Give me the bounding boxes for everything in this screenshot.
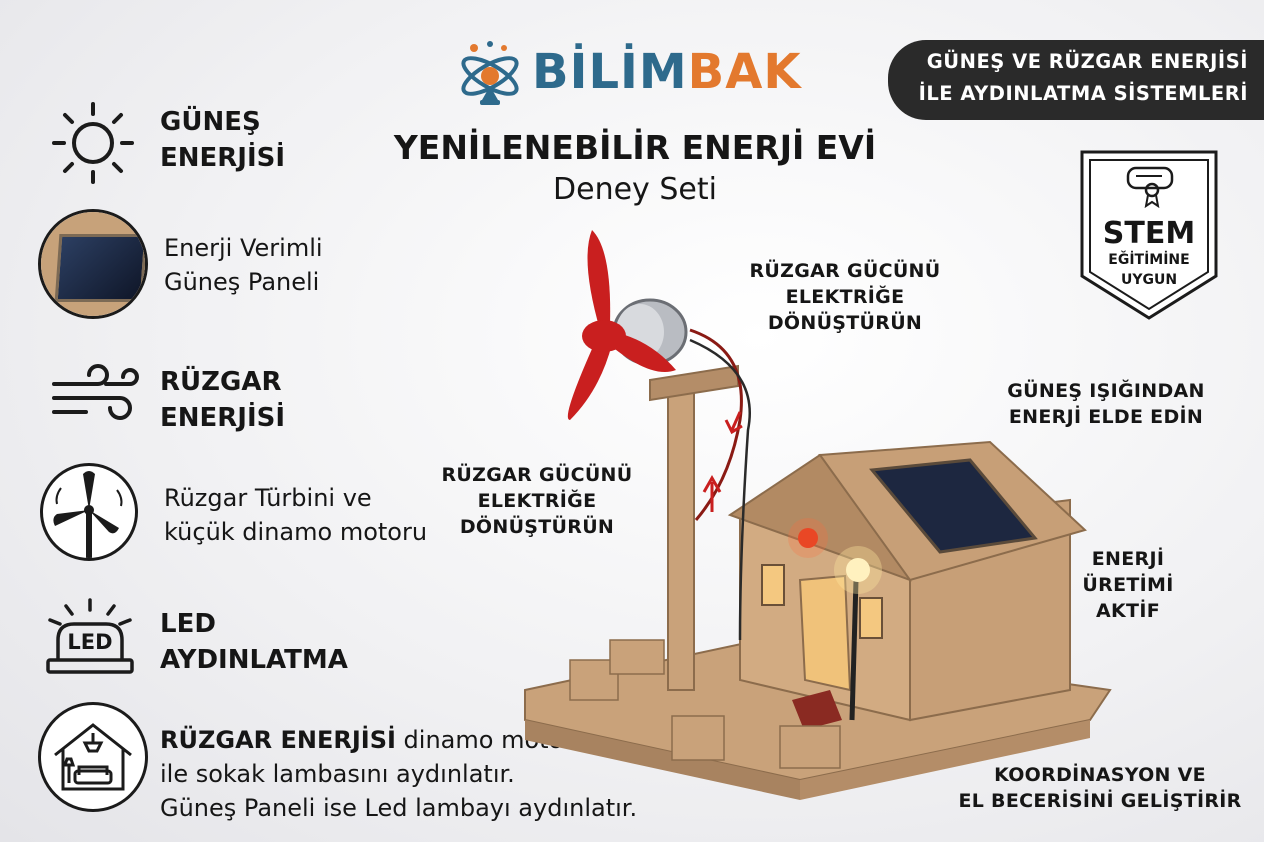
turbine-line-2: küçük dinamo motoru [164,518,428,546]
house-door [798,574,852,692]
callout-energy-line-2: ÜRETİMİ [1082,574,1174,596]
propeller [567,230,676,420]
solar-panel-icon [38,209,148,319]
callout-sun: GÜNEŞ IŞIĞINDAN ENERJİ ELDE EDİN [996,378,1216,430]
callout-wind-top-line-3: DÖNÜŞTÜRÜN [767,312,923,334]
turbine-icon [40,463,138,561]
wind-title-2: ENERJİSİ [160,403,286,433]
brand-part2: BAK [687,44,802,100]
roof-solar-panel [869,458,1038,554]
shield-icon [1080,150,1218,320]
panel-line-2: Güneş Paneli [164,268,320,296]
page-title: YENİLENEBİLİR ENERJİ EVİ [393,128,877,167]
callout-wind-top-line-1: RÜZGAR GÜCÜNÜ [749,260,941,282]
house-lamp-icon [38,702,148,812]
brand-name: BİLİMBAK [532,44,802,100]
brand-part1: BİLİM [532,44,688,100]
callout-wind-mid-line-3: DÖNÜŞTÜRÜN [459,516,615,538]
sun-icon [52,102,134,184]
summary-line-1-bold: RÜZGAR ENERJİSİ [160,726,396,754]
callout-energy: ENERJİ ÜRETİMİ AKTİF [1080,546,1176,624]
led-title-1: LED [160,609,216,639]
summary-line-3: Güneş Paneli ise Led lambayı aydınlatır. [160,794,638,822]
banner-line-2: İLE AYDINLATMA SİSTEMLERİ [918,82,1248,105]
solar-title-2: ENERJİSİ [160,143,286,173]
diploma-icon [1126,166,1174,208]
page-subtitle: Deney Seti [553,172,717,207]
led-icon: LED [44,598,136,678]
callout-wind-mid: RÜZGAR GÜCÜNÜ ELEKTRİĞE DÖNÜŞTÜRÜN [432,462,642,540]
panel-line-1: Enerji Verimli [164,234,323,262]
callout-wind-top: RÜZGAR GÜCÜNÜ ELEKTRİĞE DÖNÜŞTÜRÜN [740,258,950,336]
callout-energy-line-3: AKTİF [1096,600,1160,622]
top-banner: GÜNEŞ VE RÜZGAR ENERJİSİ İLE AYDINLATMA … [888,40,1264,120]
callout-wind-mid-line-2: ELEKTRİĞE [477,490,597,512]
street-lamp [849,579,859,721]
callout-energy-line-1: ENERJİ [1091,548,1165,570]
banner-line-1: GÜNEŞ VE RÜZGAR ENERJİSİ [926,50,1248,73]
summary-line-1: RÜZGAR ENERJİSİ dinamo motoru [160,724,588,757]
callout-sun-line-2: ENERJİ ELDE EDİN [1008,406,1204,428]
brand-logo: BİLİMBAK [452,38,822,118]
callout-skill: KOORDİNASYON VE EL BECERİSİNİ GELİŞTİRİR [950,762,1250,814]
red-led [798,528,818,548]
callout-wind-mid-line-1: RÜZGAR GÜCÜNÜ [441,464,633,486]
wind-title-1: RÜZGAR [160,367,282,397]
stem-line-2: EĞİTİMİNE [1108,252,1190,268]
callout-skill-line-1: KOORDİNASYON VE [994,764,1206,786]
stem-title: STEM [1102,216,1196,251]
solar-title-1: GÜNEŞ [160,107,261,137]
wind-icon [52,364,139,420]
atom-logo-icon [461,41,519,105]
led-icon-text: LED [67,630,113,654]
turbine-line-1: Rüzgar Türbini ve [164,484,372,512]
product-illustration [524,230,1112,800]
turbine-pole [667,389,695,691]
led-title-2: AYDINLATMA [160,645,348,675]
stem-badge: STEM EĞİTİMİNE UYGUN [1078,148,1220,322]
callout-skill-line-2: EL BECERİSİNİ GELİŞTİRİR [958,790,1242,812]
callout-sun-line-1: GÜNEŞ IŞIĞINDAN [1007,380,1205,402]
callout-wind-top-line-2: ELEKTRİĞE [785,286,905,308]
summary-line-2: ile sokak lambasını aydınlatır. [160,760,515,788]
stem-line-3: UYGUN [1120,272,1178,288]
